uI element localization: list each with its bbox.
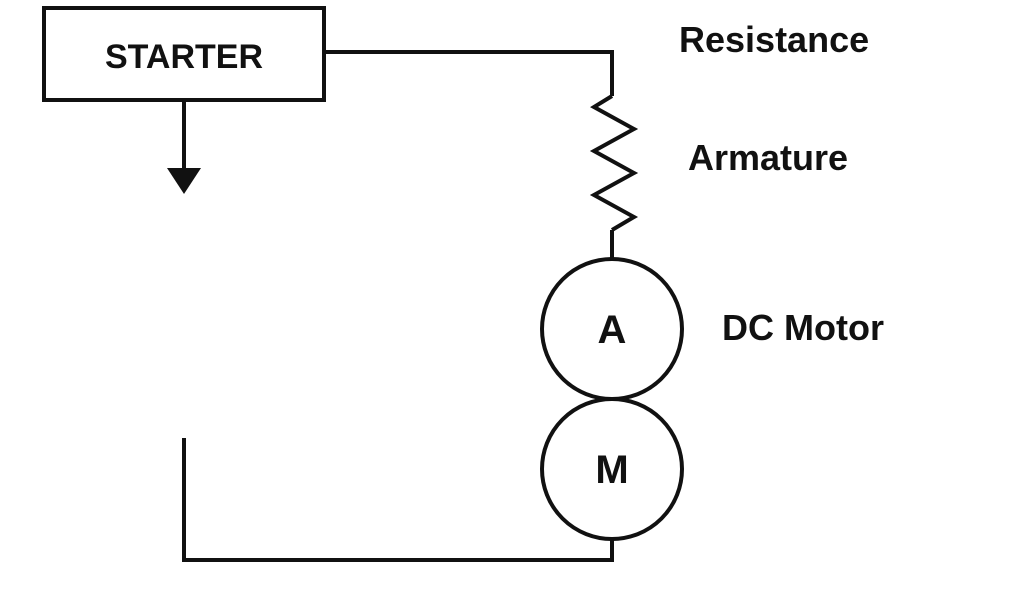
dc-motor-label: DC Motor [722,307,884,348]
resistance-label: Resistance [679,19,870,60]
starter-box [42,6,326,102]
wire-return [182,438,614,562]
motor-node-label: M [595,448,628,492]
armature-node-label: A [598,308,627,352]
wire-starter-to-resistor [324,50,614,96]
armature-label: Armature [688,137,849,178]
resistor-symbol [589,94,639,232]
starter-label: STARTER [105,38,263,76]
down-arrow-icon [167,168,201,194]
